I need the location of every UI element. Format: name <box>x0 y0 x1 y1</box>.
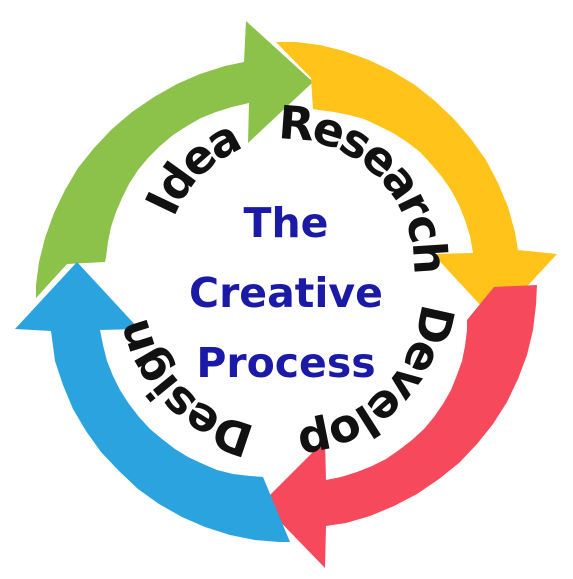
arrow-segment-idea <box>36 21 313 298</box>
arrow-segment-design <box>15 262 290 542</box>
arrow-segment-develop <box>262 285 537 568</box>
arrow-segment-research <box>276 42 557 321</box>
center-title-line-2: Creative <box>189 269 383 317</box>
center-title-line-3: Process <box>196 339 376 387</box>
center-title-line-1: The <box>243 199 329 247</box>
center-title: The Creative Process <box>136 188 436 398</box>
